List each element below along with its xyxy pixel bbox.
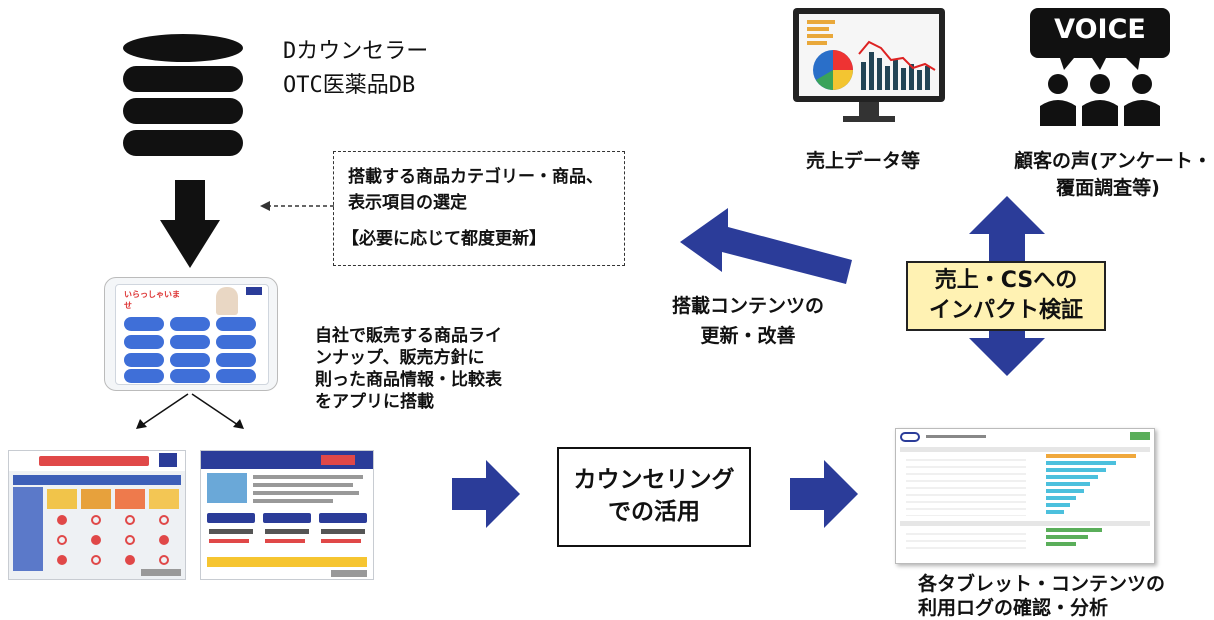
- content-update-label: 搭載コンテンツの 更新・改善: [658, 291, 838, 351]
- counseling-line2: での活用: [608, 499, 700, 525]
- selection-line3: 【必要に応じて都度更新】: [342, 229, 546, 249]
- db-title-line1: Dカウンセラー: [283, 39, 429, 64]
- selection-line1: 搭載する商品カテゴリー・商品、: [348, 167, 603, 187]
- product-info-image: [200, 450, 374, 580]
- impact-line1: 売上・CSへの: [934, 268, 1078, 293]
- voice-line2: 覆面調査等): [1056, 177, 1160, 199]
- content-update-line1: 搭載コンテンツの: [671, 295, 824, 317]
- split-arrows-icon: [136, 393, 244, 429]
- counseling-line1: カウンセリング: [573, 467, 735, 493]
- voice-customers-icon: [1030, 8, 1170, 126]
- log-line2: 利用ログの確認・分析: [918, 597, 1109, 619]
- voice-label: 顧客の声(アンケート・ 覆面調査等): [1014, 148, 1212, 202]
- diagonal-arrow-icon: [680, 208, 852, 284]
- log-label: 各タブレット・コンテンツの 利用ログの確認・分析: [918, 572, 1165, 620]
- down-arrow-icon: [160, 180, 220, 268]
- content-update-line2: 更新・改善: [700, 325, 796, 347]
- app-desc-line2: ンナップ、販売方針に: [315, 348, 485, 368]
- app-desc-line4: をアプリに搭載: [315, 392, 434, 412]
- voice-line1: 顧客の声(アンケート・: [1014, 150, 1212, 172]
- impact-line2: インパクト検証: [928, 298, 1083, 323]
- selection-line2: 表示項目の選定: [348, 193, 467, 213]
- selection-box: 搭載する商品カテゴリー・商品、 表示項目の選定 【必要に応じて都度更新】: [333, 151, 625, 266]
- right-arrow-icon: [790, 460, 858, 528]
- impact-box: 売上・CSへの インパクト検証: [906, 261, 1106, 331]
- comparison-table-image: [8, 450, 186, 580]
- app-description: 自社で販売する商品ライ ンナップ、販売方針に 則った商品情報・比較表 をアプリに…: [315, 325, 502, 413]
- db-title-line2: OTC医薬品DB: [283, 73, 416, 98]
- voice-badge: VOICE: [1054, 14, 1146, 45]
- app-desc-line1: 自社で販売する商品ライ: [315, 326, 502, 346]
- right-arrow-icon: [452, 460, 520, 528]
- sales-data-label: 売上データ等: [806, 150, 921, 172]
- db-title: Dカウンセラー OTC医薬品DB: [283, 35, 428, 103]
- database-icon: [123, 34, 243, 156]
- app-desc-line3: 則った商品情報・比較表: [315, 370, 502, 390]
- usage-log-dashboard-image: [895, 428, 1155, 564]
- dashed-arrow-icon: [260, 201, 334, 211]
- log-line1: 各タブレット・コンテンツの: [918, 573, 1166, 595]
- counseling-box: カウンセリング での活用: [557, 447, 751, 547]
- tablet-home-image: いらっしゃいませ: [104, 277, 278, 391]
- sales-chart-monitor-icon: [793, 8, 945, 122]
